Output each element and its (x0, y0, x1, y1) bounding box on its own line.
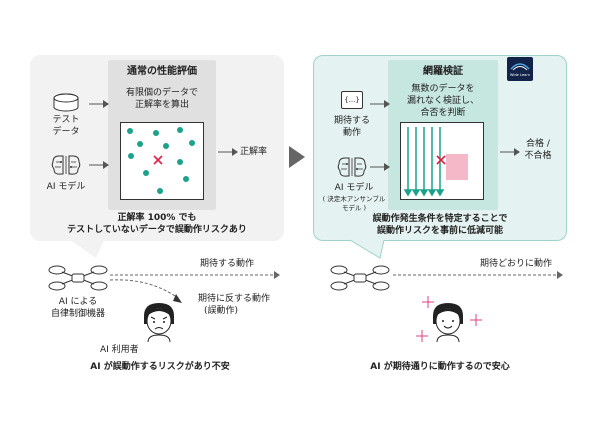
right-caption-2: 誤動作リスクを事前に低減可能 (376, 226, 503, 236)
right-output-2: 不合格 (524, 151, 552, 161)
left-unexpected-2: (誤動作) (204, 306, 239, 316)
device-label-1: AI による (58, 297, 98, 307)
right-input1-2: 動作 (342, 128, 361, 138)
logo-text: Wide Learn (509, 73, 531, 77)
left-plot-area (120, 122, 204, 200)
left-panel-tail (70, 240, 104, 258)
left-caption-2: テストしていないデータで誤動作リスクあり (67, 225, 247, 235)
right-bottom-text: AI が期待通りに動作するので安心 (370, 362, 510, 372)
sparkle-icon-3 (470, 314, 482, 326)
wide-learning-logo: Wide Learn (507, 57, 533, 81)
right-input2: AI モデル (334, 183, 374, 193)
left-title: 通常の性能評価 (127, 66, 197, 77)
unexpected-path-arrow (109, 279, 182, 303)
right-output-1: 合格 / (526, 139, 550, 149)
right-desc-3: 合否を判断 (420, 108, 466, 118)
right-expected-path-arrow (393, 271, 563, 279)
left-input1-2: データ (52, 127, 80, 137)
right-input2-sub-2: モデル ) (341, 204, 367, 212)
drone-icon (48, 265, 108, 291)
right-caption-1: 誤動作発生条件を特定することで (372, 214, 508, 224)
left-input2: AI モデル (46, 182, 86, 192)
left-input1-1: テスト (52, 115, 80, 125)
transition-arrow (289, 146, 305, 168)
happy-user-icon (433, 303, 463, 343)
expected-path-arrow (110, 271, 280, 279)
right-input2-sub-1: ( 決定木アンサンブル (322, 195, 386, 203)
arrow-expected-to-box (370, 100, 390, 108)
brain-icon-right (337, 157, 367, 177)
left-caption-1: 正解率 100% でも (117, 213, 197, 223)
right-sweep-lines (403, 127, 468, 197)
brain-icon (51, 155, 81, 175)
right-title: 網羅検証 (423, 66, 463, 77)
arrow-model-to-box-right (370, 163, 390, 171)
arrow-data-to-model (89, 100, 109, 108)
user-label: AI 利用者 (100, 345, 139, 355)
left-desc-2: 正解率を算出 (134, 100, 189, 110)
left-scatter-dots (127, 127, 195, 194)
right-desc-1: 無数のデータを (411, 84, 475, 94)
sparkle-icon (422, 296, 434, 308)
right-input1-1: 期待する (333, 116, 370, 126)
left-bottom-text: AI が誤動作するリスクがあり不安 (90, 362, 230, 372)
drone-icon-right (330, 265, 390, 291)
device-label-2: 自律制御機器 (50, 309, 105, 319)
worried-user-icon (144, 303, 174, 343)
sparkle-icon-2 (416, 330, 428, 342)
arrow-to-result (500, 148, 520, 156)
right-expected-label: 期待どおりに動作 (480, 259, 553, 269)
left-unexpected-1: 期待に反する動作 (198, 294, 271, 304)
database-icon (53, 93, 79, 112)
right-panel-tail (349, 239, 385, 259)
left-desc-1: 有限個のデータで (125, 88, 198, 98)
left-expected-label: 期待する動作 (200, 259, 255, 269)
arrow-model-to-box (89, 161, 109, 169)
expected-behavior-icon-text: {...} (344, 96, 360, 104)
left-output: 正解率 (240, 147, 268, 157)
expected-behavior-icon: {...} (341, 91, 363, 109)
arrow-to-output (218, 148, 238, 156)
right-desc-2: 漏れなく検証し、 (406, 96, 479, 106)
